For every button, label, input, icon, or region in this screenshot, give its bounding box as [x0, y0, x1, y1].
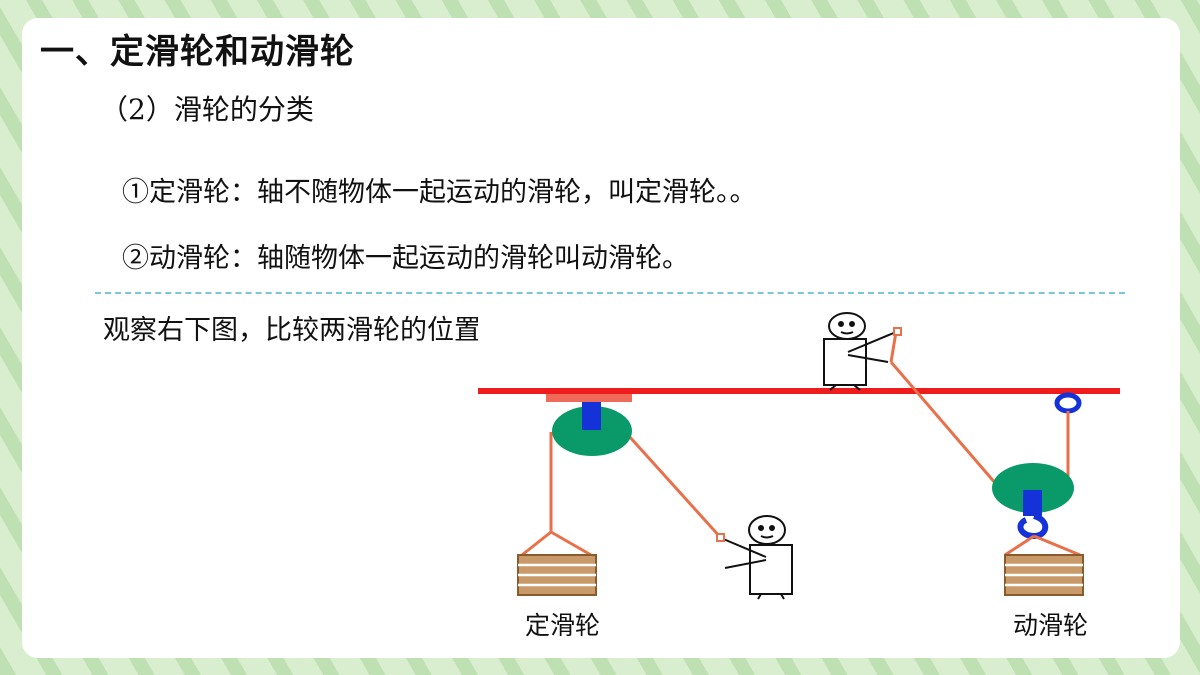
fixed-pulley-rope-right: [626, 433, 723, 540]
moving-pulley-sling-right: [1033, 534, 1081, 557]
person-pulling-moving: [823, 312, 897, 391]
moving-pulley-rope-upper: [889, 331, 898, 363]
dashed-divider: [95, 292, 1125, 294]
definition-moving-pulley: ②动滑轮：轴随物体一起运动的滑轮叫动滑轮。: [122, 243, 689, 274]
moving-pulley-rope-handle: [893, 327, 902, 336]
moving-pulley-rope-pull-side: [889, 361, 998, 485]
fixed-pulley-rope-handle: [716, 533, 725, 542]
moving-pulley-axle: [1023, 490, 1042, 516]
definition-fixed-pulley: ①定滑轮：轴不随物体一起运动的滑轮，叫定滑轮。。: [122, 177, 757, 208]
page-title: 一、定滑轮和动滑轮: [40, 32, 355, 72]
fixed-pulley-mount: [546, 394, 632, 402]
moving-pulley-load-crate: [1004, 554, 1084, 596]
person-pulling-fixed: [720, 515, 793, 600]
fixed-pulley-sling-right: [550, 530, 592, 557]
ceiling-beam: [478, 388, 1120, 394]
caption-moving-pulley: 动滑轮: [1013, 611, 1089, 640]
pulley-diagram: [478, 310, 1120, 600]
moving-pulley-sling-left: [1004, 534, 1035, 557]
caption-fixed-pulley: 定滑轮: [525, 611, 601, 640]
section-subtitle: （2）滑轮的分类: [100, 93, 314, 126]
fixed-pulley-wheel: [552, 406, 632, 456]
fixed-pulley-axle: [582, 402, 601, 430]
fixed-pulley-load-crate: [517, 554, 597, 596]
moving-pulley-hook: [1017, 513, 1049, 540]
moving-pulley-anchor-ring: [1054, 392, 1082, 414]
fixed-pulley-sling-left: [521, 530, 552, 557]
moving-pulley-wheel: [992, 463, 1074, 513]
